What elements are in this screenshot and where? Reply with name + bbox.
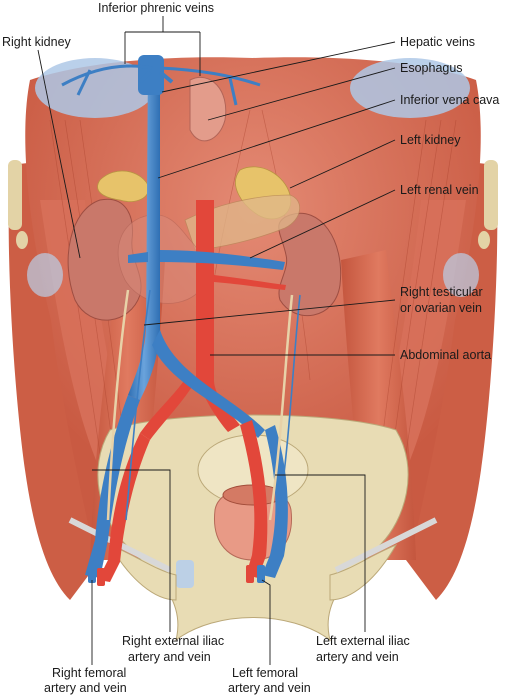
vessels xyxy=(61,55,301,586)
label-right-femoral-2: artery and vein xyxy=(44,681,127,695)
right-common-iliac-artery xyxy=(140,375,196,440)
right-femoral-artery-stub xyxy=(97,568,105,586)
left-external-iliac-vein xyxy=(262,425,288,578)
left-femoral-vein-stub xyxy=(257,565,265,583)
label-left-femoral-2: artery and vein xyxy=(228,681,311,695)
label-right-kidney: Right kidney xyxy=(2,35,72,49)
label-right-ext-iliac-2: artery and vein xyxy=(128,650,211,664)
esophagus-tube xyxy=(189,76,227,142)
leader-left-renal-vein xyxy=(249,189,396,259)
hepatic-vessels xyxy=(138,70,174,84)
left-rib-stub xyxy=(484,160,498,230)
leader-ivc xyxy=(157,99,396,179)
right-diaphragm-dome xyxy=(35,58,155,118)
gonadal-vessels xyxy=(106,289,301,521)
leader-left-ext-iliac xyxy=(275,474,366,632)
label-left-ext-iliac-2: artery and vein xyxy=(316,650,399,664)
label-esophagus: Esophagus xyxy=(400,61,463,75)
pubic-symphysis xyxy=(176,560,194,588)
right-suprarenal-gland xyxy=(97,170,149,202)
leader-right-ext-iliac xyxy=(92,469,171,632)
label-inferior-vena-cava: Inferior vena cava xyxy=(400,93,499,107)
label-left-renal-vein: Left renal vein xyxy=(400,183,479,197)
label-left-kidney: Left kidney xyxy=(400,133,461,147)
ivc-top xyxy=(138,55,164,95)
inferior-phrenic-vessels xyxy=(61,64,261,106)
label-right-testicular-1: Right testicular xyxy=(400,285,483,299)
right-rib-stub xyxy=(8,160,22,230)
label-inferior-phrenic-veins: Inferior phrenic veins xyxy=(98,1,214,15)
leader-left-femoral xyxy=(261,579,271,665)
left-renal-artery xyxy=(214,275,286,290)
leader-hepatic-veins xyxy=(161,41,396,93)
right-transversalis-fascia xyxy=(27,253,63,297)
left-inguinal-ligament xyxy=(334,517,438,573)
label-hepatic-veins: Hepatic veins xyxy=(400,35,475,49)
right-femoral-vein-stub xyxy=(88,565,96,583)
label-abdominal-aorta: Abdominal aorta xyxy=(400,348,491,362)
leader-esophagus xyxy=(207,67,396,121)
left-transversalis-fascia xyxy=(443,253,479,297)
left-diaphragm-dome xyxy=(350,58,470,118)
leader-right-testicular xyxy=(143,299,396,326)
right-pubic-ramus xyxy=(108,544,177,601)
inferior-vena-cava-vessel xyxy=(128,60,160,400)
left-rib-tip xyxy=(478,231,490,249)
leader-inferior-phrenic xyxy=(124,16,201,76)
label-right-femoral-1: Right femoral xyxy=(52,666,126,680)
label-right-ext-iliac-1: Right external iliac xyxy=(122,634,224,648)
left-common-iliac-vein xyxy=(152,330,265,438)
left-femoral-artery-stub xyxy=(246,565,254,583)
left-renal-vein-vessel xyxy=(160,250,285,270)
leader-left-kidney xyxy=(289,139,396,189)
leader-lines xyxy=(37,16,396,665)
right-renal-vein-vessel xyxy=(128,252,148,263)
label-left-femoral-1: Left femoral xyxy=(232,666,298,680)
label-left-ext-iliac-1: Left external iliac xyxy=(316,634,410,648)
label-right-testicular-2: or ovarian vein xyxy=(400,301,482,315)
left-pubic-ramus xyxy=(329,544,398,601)
leader-right-kidney xyxy=(37,49,81,259)
left-external-iliac-artery xyxy=(240,420,268,578)
right-external-iliac-vein xyxy=(85,395,140,578)
right-rib-tip xyxy=(16,231,28,249)
